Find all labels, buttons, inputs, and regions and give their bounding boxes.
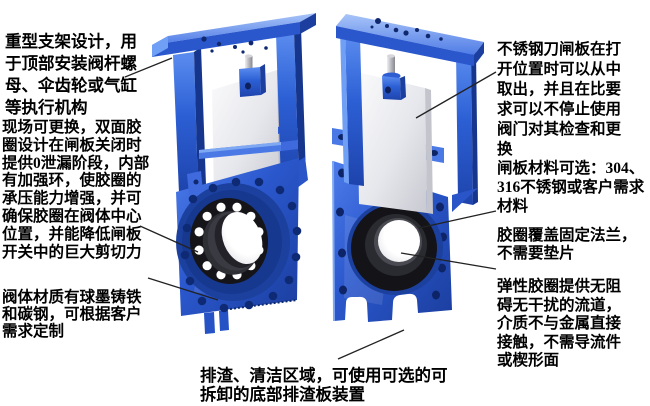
leader-body-material: [147, 277, 219, 301]
resilient-seat-ring: [347, 201, 443, 295]
body-bolt-holes: [180, 177, 302, 313]
top-beam: [152, 13, 316, 57]
annotation-flange-cover: 胶圈覆盖固定法兰，不需要垫片: [497, 227, 637, 262]
cross-bar: [199, 140, 298, 159]
stem-clevis: [239, 54, 266, 97]
leader-flange: [418, 210, 497, 229]
annotation-support-bracket: 重型支架设计，用于顶部安装阀杆螺母、伞齿轮或气缸等执行机构: [5, 32, 137, 117]
annotation-gate-material: 闸板材料可选：304、316不锈钢或客户需求材料: [497, 160, 645, 215]
leader-gate: [415, 71, 497, 119]
stem-clevis-right: [382, 54, 406, 100]
seat-flange: [189, 198, 269, 284]
leader-seat: [139, 225, 199, 253]
yoke-columns-right: [340, 30, 478, 212]
leader-bracket: [124, 57, 173, 78]
bore-opening-right: [378, 220, 420, 262]
annotation-body-material: 阀体材质有球墨铸铁和碳钢，可根据客户需求定制: [2, 289, 142, 340]
stainless-gate-plate: [357, 72, 433, 214]
leader-lines: [124, 57, 497, 360]
annotation-removable-gate: 不锈钢刀闸板在打开位置时可以从中取出，并且在比要求可以不停止使用阀门对其检查和更…: [497, 41, 622, 158]
leader-drain: [337, 329, 405, 360]
beam-bolt-holes: [201, 36, 268, 54]
knife-gate-valve-cutaway-illustration: [332, 14, 484, 322]
annotation-bottom-drain: 排渣、清洁区域，可使用可选的可拆卸的底部排渣板装置: [200, 366, 448, 404]
annotation-resilient-sleeve: 弹性胶圈提供无阻碍无干扰的流道，介质不与金属直接接触，不需导流件或楔形面: [497, 278, 622, 370]
beam-bolt-holes-right: [370, 18, 443, 41]
bore-opening: [221, 211, 263, 265]
top-beam-right: [336, 14, 484, 66]
leader-sleeve: [400, 252, 497, 270]
knife-gate-valve-open-illustration: [152, 13, 316, 334]
annotation-replaceable-seat: 现场可更换，双面胶圈设计在闸板关闭时提供0泄漏阶段，内部有加强环，使胶圈的承压能…: [2, 119, 150, 261]
